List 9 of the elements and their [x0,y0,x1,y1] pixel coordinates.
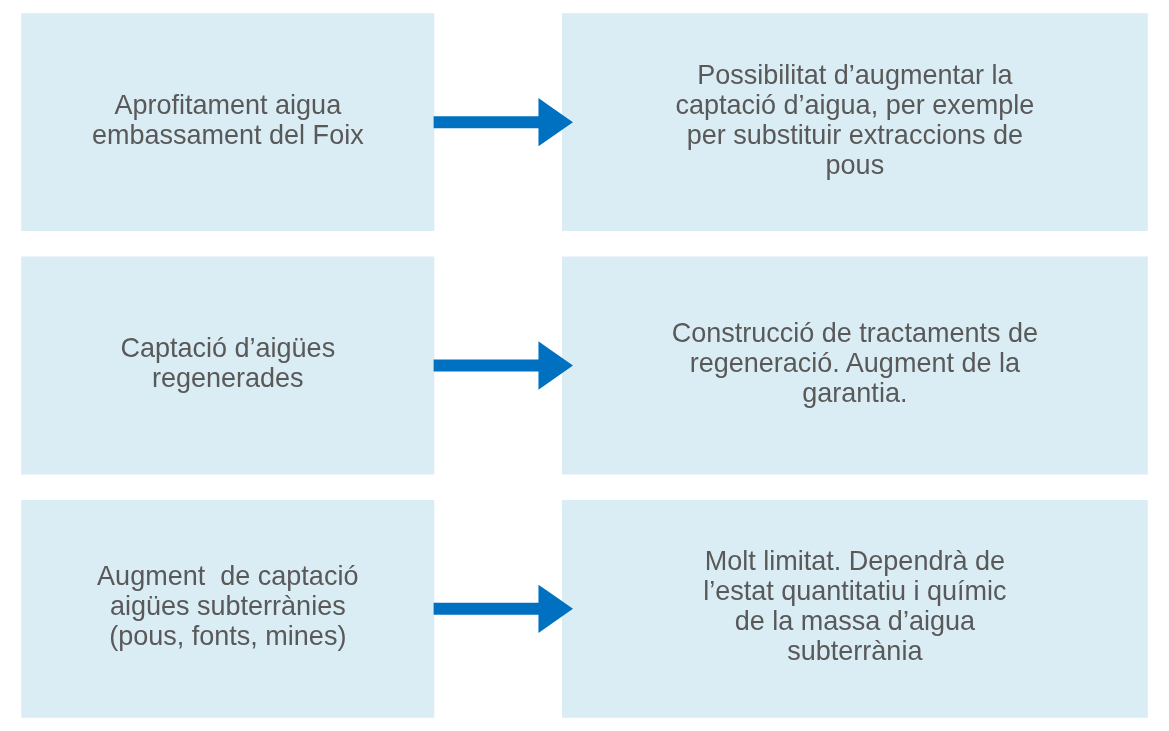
node-box: Possibilitat d’augmentar la captació d’aigua, per exemple per substituir extraccions de pous [561,13,1148,232]
arrow [433,98,573,147]
node-box: Augment de captació aigües subterrànies (pous, fonts, mines) [21,499,435,718]
arrow [433,584,573,633]
node-box: Captació d’aigües regenerades [21,256,435,475]
arrow [433,341,573,390]
node-box: Construcció de tractaments de regeneració. Augment de la garantia. [561,256,1148,475]
node-box: Molt limitat. Dependrà de l’estat quantitatiu i químic de la massa d’aigua subterrània [561,499,1148,718]
node-box: Aprofitament aigua embassament del Foix [21,13,435,232]
